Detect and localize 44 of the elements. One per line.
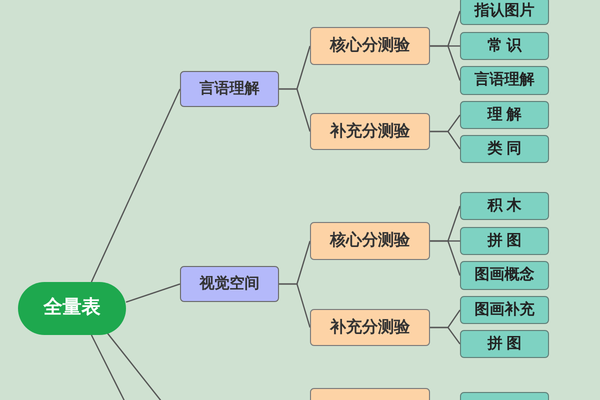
node-label: 视觉空间 xyxy=(200,274,260,294)
subtest-box xyxy=(460,135,549,163)
connector-line xyxy=(430,326,461,344)
connector-line xyxy=(279,88,311,132)
subtest-box xyxy=(460,66,549,95)
subtest-group-box xyxy=(310,27,430,65)
node-label: 指认图片 xyxy=(474,0,534,21)
subtest-box xyxy=(460,32,549,60)
subtest-group-box xyxy=(310,113,430,150)
subtest-group-box xyxy=(310,222,430,260)
node-label: 补充分测验 xyxy=(330,317,410,338)
connector-line xyxy=(126,283,180,303)
node-label: 理 解 xyxy=(487,104,522,125)
connector-line xyxy=(430,130,461,150)
node-label: 补充分测验 xyxy=(330,121,410,142)
connector-line xyxy=(107,333,163,400)
subtest-box xyxy=(460,330,549,358)
node-label: 拼 图 xyxy=(487,334,522,354)
node-label: 核心分测验 xyxy=(330,230,410,251)
node-label: 言语理解 xyxy=(474,70,534,90)
subtest-box xyxy=(460,227,549,255)
node-label: 类 同 xyxy=(487,138,522,159)
node-label: 拼 图 xyxy=(487,230,522,251)
subtest-box xyxy=(460,296,549,324)
node-label: 常 识 xyxy=(487,36,522,56)
subtest-box xyxy=(460,261,549,290)
node-label: 全量表 xyxy=(44,296,100,320)
node-label: 图画补充 xyxy=(474,300,534,320)
connector-line xyxy=(279,283,311,328)
node-label: 核心分测验 xyxy=(330,35,410,56)
category-box xyxy=(180,266,279,302)
subtest-box xyxy=(460,0,549,25)
connector-line xyxy=(90,88,181,282)
root-node xyxy=(18,282,126,335)
category-box xyxy=(180,71,279,107)
node-label: 言语理解 xyxy=(200,78,260,99)
subtest-box xyxy=(460,192,549,220)
subtest-box xyxy=(460,101,549,129)
connector-line xyxy=(90,334,126,400)
connector-line xyxy=(430,45,461,81)
connector-line xyxy=(430,240,461,276)
node-label: 图画概念 xyxy=(474,265,534,286)
subtest-group-box xyxy=(310,309,430,346)
node-label: 积 木 xyxy=(487,196,522,216)
